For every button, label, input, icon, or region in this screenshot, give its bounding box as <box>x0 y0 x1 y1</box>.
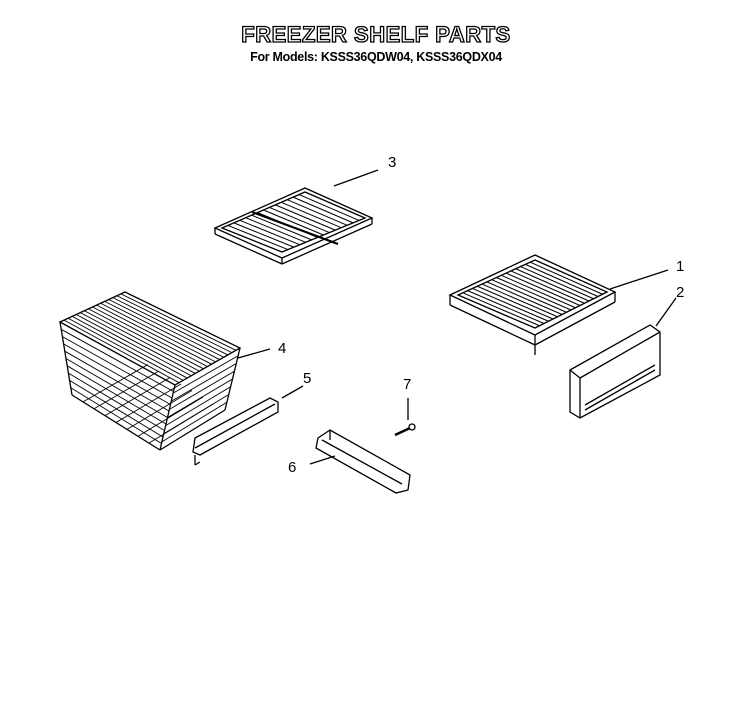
wire-line <box>491 279 567 313</box>
wire-line <box>63 319 180 384</box>
callout-7: 7 <box>403 376 412 393</box>
callout-1: 1 <box>676 258 685 275</box>
wire-line <box>70 387 162 444</box>
wire-line <box>126 390 193 430</box>
wire-line <box>104 377 171 417</box>
wire-line <box>120 293 237 351</box>
wire-line <box>71 315 188 379</box>
wire-line <box>108 299 224 358</box>
part-7-screw <box>394 398 416 437</box>
wire-line <box>96 304 212 365</box>
wire-line <box>84 310 200 372</box>
callout-2: 2 <box>676 284 685 301</box>
wire-line <box>68 372 165 431</box>
wire-line <box>104 300 220 360</box>
wire-line <box>298 194 360 221</box>
wire-line <box>161 401 228 443</box>
wire-line <box>462 292 540 327</box>
wire-line <box>510 270 585 304</box>
wire-line <box>472 287 549 322</box>
wire-line <box>525 263 599 297</box>
wire-line <box>137 396 204 437</box>
part-1-shelf <box>448 254 669 355</box>
wire-line <box>63 343 171 405</box>
wire-line <box>148 403 215 444</box>
wire-line <box>167 378 233 418</box>
wire-line <box>515 268 590 302</box>
wire-line <box>82 364 149 403</box>
part-2-trim <box>569 297 677 419</box>
wire-line <box>60 328 174 392</box>
wire-line <box>520 266 594 300</box>
wire-line <box>529 261 603 295</box>
part-5-rail <box>192 385 304 466</box>
wire-line <box>245 217 306 243</box>
wire-line <box>76 314 192 377</box>
wire-line <box>227 224 289 251</box>
wire-line <box>116 295 233 354</box>
wire-line <box>501 274 576 309</box>
wire-line <box>165 386 231 427</box>
part-4-wire-basket <box>58 291 271 451</box>
wire-line <box>80 312 196 374</box>
wire-line <box>169 370 235 410</box>
wire-line <box>287 199 348 226</box>
wire-line <box>233 222 295 248</box>
wire-line <box>467 290 545 324</box>
wire-line <box>92 306 208 367</box>
wire-line <box>269 206 330 234</box>
wire-line <box>66 365 167 425</box>
wire-line <box>275 204 336 231</box>
wire-line <box>496 277 572 311</box>
wire-line <box>171 363 237 402</box>
wire-line <box>115 383 182 423</box>
wire-line <box>477 285 554 320</box>
callout-6: 6 <box>288 459 297 476</box>
callout-4: 4 <box>278 340 287 357</box>
wire-line <box>112 297 229 356</box>
wire-line <box>281 201 342 229</box>
model-numbers: For Models: KSSS36QDW04, KSSS36QDX04 <box>250 50 502 64</box>
wire-line <box>93 370 160 410</box>
wire-line <box>172 355 239 394</box>
wire-line <box>292 196 354 224</box>
wire-line <box>481 283 558 318</box>
wire-line <box>62 336 173 399</box>
wire-line <box>251 214 312 241</box>
wire-line <box>100 302 216 363</box>
wire-line <box>65 358 168 418</box>
part-3-wire-shelf <box>213 169 379 265</box>
wire-line <box>486 281 563 315</box>
callout-3: 3 <box>388 154 397 171</box>
wire-line <box>263 209 324 236</box>
wire-line <box>239 219 300 246</box>
diagram-title: FREEZER SHELF PARTS <box>241 21 511 47</box>
callout-5: 5 <box>303 370 312 387</box>
wire-line <box>505 272 581 306</box>
wire-line <box>88 308 204 370</box>
part-6-rail <box>309 429 411 494</box>
wire-line <box>67 317 184 381</box>
